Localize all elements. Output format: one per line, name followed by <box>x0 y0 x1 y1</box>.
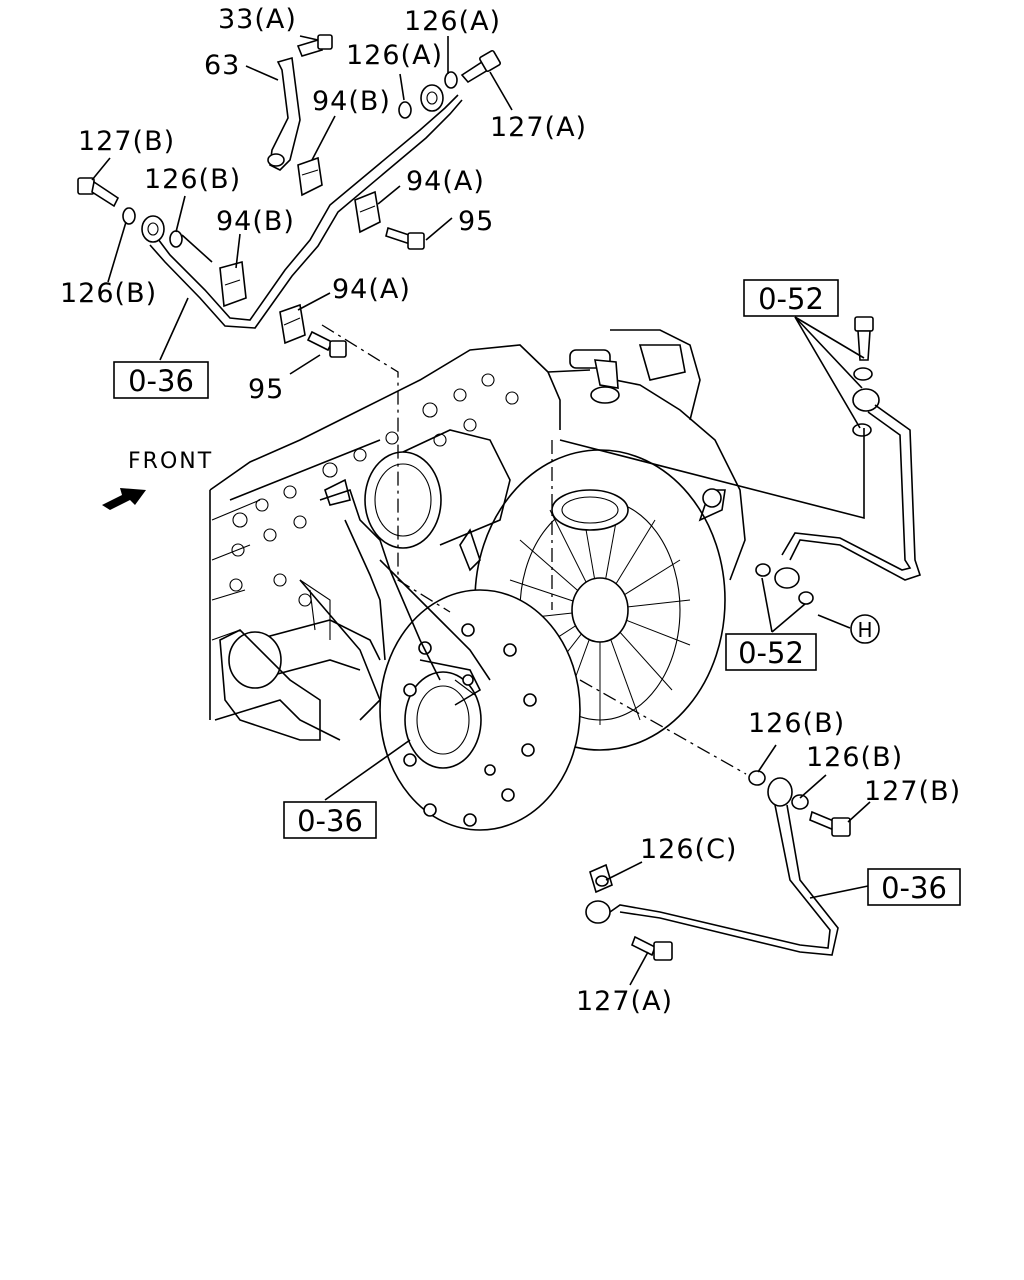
front-label: FRONT <box>128 449 213 474</box>
clamp-94a-right <box>354 190 381 234</box>
clamp-94b-top <box>297 156 323 197</box>
bolt-127b-left <box>77 177 120 208</box>
callout-63: 63 <box>204 50 240 81</box>
callout-95-right: 95 <box>458 206 494 237</box>
bolt-127a-top <box>460 50 501 84</box>
callout-126b-right-top: 126(B) <box>748 708 845 739</box>
ref-box-052-top: 0-52 <box>743 279 839 317</box>
ref-box-036-center: 0-36 <box>283 801 377 839</box>
callout-126b-left-bottom: 126(B) <box>60 278 157 309</box>
callout-127b-right: 127(B) <box>864 776 961 807</box>
washers-top <box>122 71 458 248</box>
callout-126a-mid: 126(A) <box>346 40 443 71</box>
oil-feed-pipe-top <box>141 84 463 329</box>
callout-126c: 126(C) <box>640 834 737 865</box>
oil-pipe-052 <box>755 316 922 605</box>
callout-94b-top: 94(B) <box>312 86 391 117</box>
svg-text:0-36: 0-36 <box>297 804 363 838</box>
ref-box-036-right: 0-36 <box>867 868 961 906</box>
callout-95-bottom: 95 <box>248 374 284 405</box>
callout-127b-left: 127(B) <box>78 126 175 157</box>
svg-text:0-52: 0-52 <box>758 282 824 316</box>
callout-94b-left: 94(B) <box>216 206 295 237</box>
callout-94a-bottom: 94(A) <box>332 274 411 305</box>
ref-box-036-top: 0-36 <box>113 361 209 399</box>
callout-94a-right: 94(A) <box>406 166 485 197</box>
svg-text:0-52: 0-52 <box>738 636 804 670</box>
callout-126b-right-mid: 126(B) <box>806 742 903 773</box>
callout-126b-left-top: 126(B) <box>144 164 241 195</box>
callout-127a-top: 127(A) <box>490 112 587 143</box>
callout-127a-bottom: 127(A) <box>576 986 673 1017</box>
front-arrow-icon <box>102 488 146 510</box>
svg-text:0-36: 0-36 <box>881 871 947 905</box>
leader-lines <box>91 35 871 986</box>
callout-126a-top: 126(A) <box>404 6 501 37</box>
flange-bolts <box>403 623 537 827</box>
h-circle-marker: H <box>850 614 880 644</box>
bracket-63 <box>267 56 301 171</box>
bolt-33a <box>296 34 333 57</box>
bolt-95-bottom <box>306 330 347 358</box>
callout-33a: 33(A) <box>218 4 297 35</box>
clamp-94b-left <box>219 260 247 308</box>
clamp-94a-bottom <box>279 303 306 345</box>
ref-box-052-mid: 0-52 <box>725 633 817 671</box>
callout-labels: 33(A) 126(A) 63 126(A) 94(B) 127(A) 127(… <box>60 4 961 1017</box>
bolt-95-right <box>385 226 425 250</box>
svg-text:H: H <box>857 618 872 642</box>
oil-pipe-bottom <box>585 770 851 961</box>
turbocharger-illustration <box>299 329 746 831</box>
dash-leaders <box>321 324 747 775</box>
top-pipe-fitting <box>569 344 686 404</box>
svg-text:0-36: 0-36 <box>128 364 194 398</box>
